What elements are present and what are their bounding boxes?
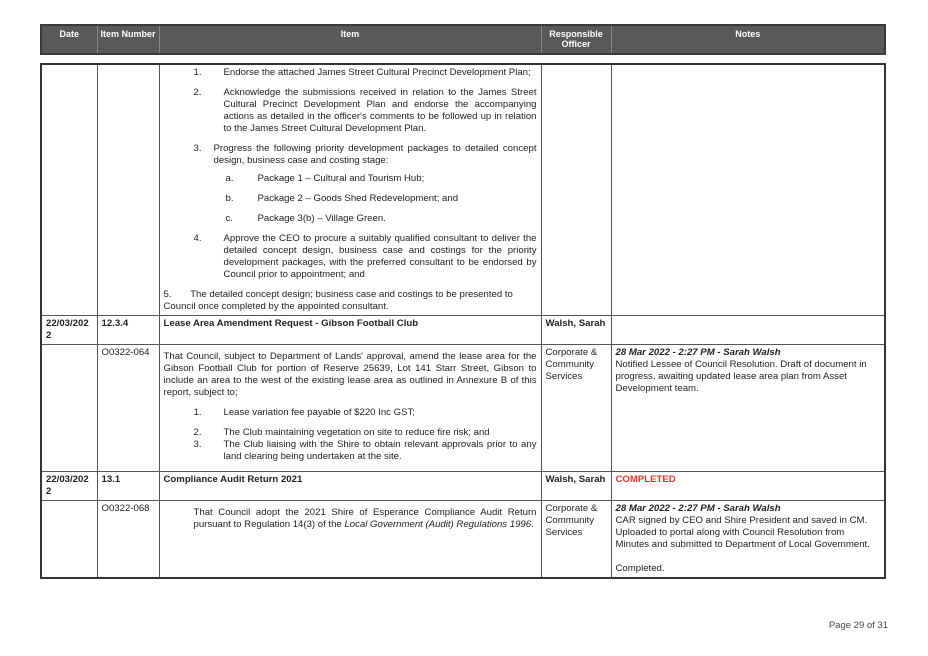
document-page: Date Item Number Item Responsible Office… (40, 24, 886, 579)
table-header-row: Date Item Number Item Responsible Office… (40, 24, 886, 55)
list-item: 3.Progress the following priority develo… (193, 143, 537, 166)
list-item: 1.Lease variation fee payable of $220 In… (193, 407, 415, 418)
record-date: 22/03/2022 (40, 471, 98, 501)
list-item: b.Package 2 – Goods Shed Redevelopment; … (225, 193, 459, 204)
record-resolution: That Council, subject to Department of L… (158, 344, 542, 472)
continued-resolution: 1.Endorse the attached James Street Cult… (158, 63, 542, 316)
table-row: 22/03/2022 12.3.4 Lease Area Amendment R… (40, 315, 886, 345)
table-row: 22/03/2022 13.1 Compliance Audit Return … (40, 471, 886, 501)
header-date: Date (40, 24, 98, 55)
header-item-number: Item Number (96, 24, 160, 55)
record-item-number: 12.3.4 (96, 315, 160, 345)
list-item: 1.Endorse the attached James Street Cult… (193, 67, 531, 78)
list-item: a.Package 1 – Cultural and Tourism Hub; (225, 173, 425, 184)
record-department: Corporate & Community Services (540, 344, 612, 472)
table-row: O0322-064 That Council, subject to Depar… (40, 344, 886, 472)
record-title: Compliance Audit Return 2021 (158, 471, 542, 501)
record-department: Corporate & Community Services (540, 500, 612, 579)
list-item: c.Package 3(b) – Village Green. (225, 213, 386, 224)
record-notes: 28 Mar 2022 - 2:27 PM - Sarah Walsh Noti… (610, 344, 886, 472)
status-badge: COMPLETED (610, 471, 886, 501)
list-item: 3.The Club liaising with the Shire to ob… (193, 439, 537, 462)
page-number: Page 29 of 31 (828, 620, 888, 631)
header-notes: Notes (610, 24, 886, 55)
record-ref: O0322-064 (96, 344, 160, 472)
record-officer: Walsh, Sarah (540, 471, 612, 501)
record-officer: Walsh, Sarah (540, 315, 612, 345)
header-responsible-officer: Responsible Officer (540, 24, 612, 55)
record-date: 22/03/2022 (40, 315, 98, 345)
record-ref: O0322-068 (96, 500, 160, 579)
record-item-number: 13.1 (96, 471, 160, 501)
list-item: 2.The Club maintaining vegetation on sit… (193, 427, 490, 438)
table-row: 1.Endorse the attached James Street Cult… (40, 63, 886, 316)
record-notes: 28 Mar 2022 - 2:27 PM - Sarah Walsh CAR … (610, 500, 886, 579)
record-status (610, 315, 886, 345)
record-title: Lease Area Amendment Request - Gibson Fo… (158, 315, 542, 345)
resolution-point-5: 5. The detailed concept design; business… (163, 289, 513, 312)
council-actions-table: Date Item Number Item Responsible Office… (40, 24, 886, 579)
header-item: Item (158, 24, 542, 55)
table-row: O0322-068 That Council adopt the 2021 Sh… (40, 500, 886, 579)
list-item: 4.Approve the CEO to procure a suitably … (193, 233, 537, 280)
list-item: 2.Acknowledge the submissions received i… (193, 87, 537, 134)
record-resolution: That Council adopt the 2021 Shire of Esp… (158, 500, 542, 579)
